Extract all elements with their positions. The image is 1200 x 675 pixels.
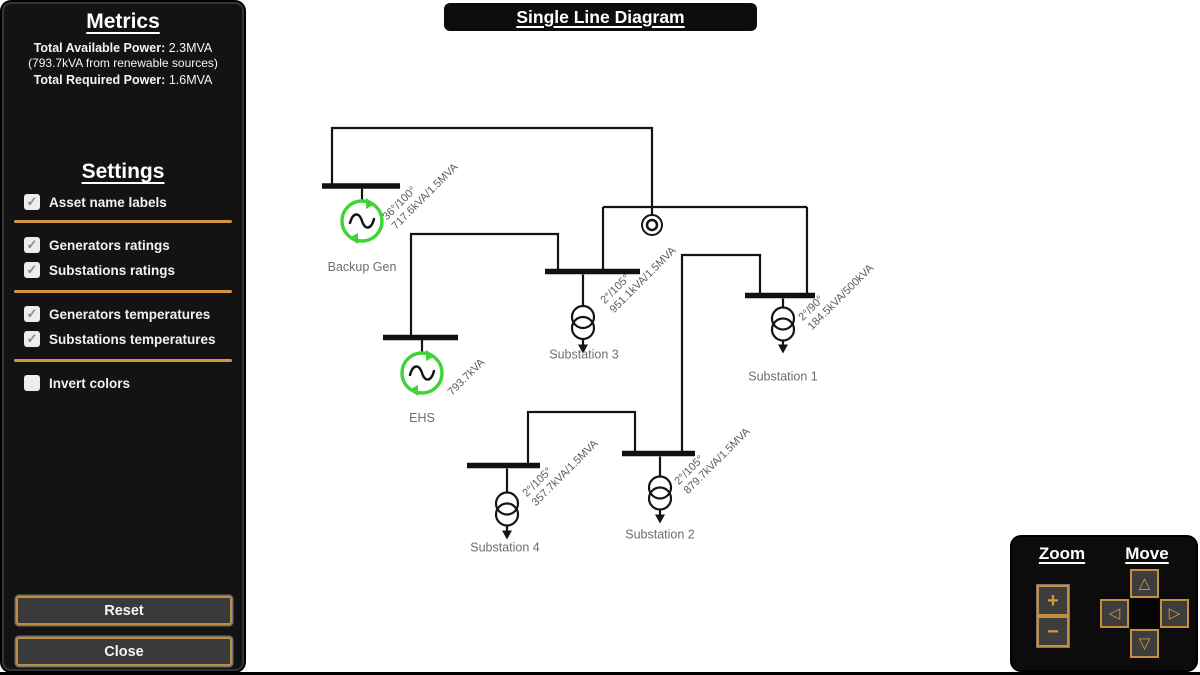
sine-wave-icon xyxy=(408,365,436,381)
generator-name-label: Backup Gen xyxy=(328,260,397,274)
total-available-power: Total Available Power: 2.3MVA xyxy=(4,41,242,55)
checkbox-row-invert-colors[interactable]: Invert colors xyxy=(24,373,130,393)
connector-lines xyxy=(330,126,809,465)
grid-connection-icon[interactable] xyxy=(641,214,663,236)
generator-rating-label: 793.7kVA xyxy=(446,356,488,398)
cycle-arrow-icon xyxy=(366,198,375,209)
load-arrow-icon xyxy=(655,514,665,524)
transformer-icon xyxy=(647,475,673,500)
checkbox-row-generators-ratings[interactable]: ✓ Generators ratings xyxy=(24,235,170,255)
substation-name-label: Substation 2 xyxy=(625,528,695,542)
move-down-button[interactable]: ▽ xyxy=(1130,629,1159,658)
divider xyxy=(14,359,232,362)
move-right-button[interactable]: ▷ xyxy=(1160,599,1189,628)
substations-ratings-checkbox[interactable]: ✓ xyxy=(24,262,40,278)
divider xyxy=(14,220,232,223)
zoom-title: Zoom xyxy=(1038,544,1086,563)
checkbox-row-substations-temperatures[interactable]: ✓ Substations temperatures xyxy=(24,329,216,349)
checkbox-row-asset-name-labels[interactable]: ✓ Asset name labels xyxy=(24,192,167,212)
zoom-in-button[interactable]: + xyxy=(1037,585,1069,616)
checkbox-label: Substations ratings xyxy=(49,262,176,278)
substation-2[interactable]: Substation 2 2°/105° 879.7kVA/1.5MVA xyxy=(625,416,753,541)
generators-temperatures-checkbox[interactable]: ✓ xyxy=(24,306,40,322)
renewable-note: (793.7kVA from renewable sources) xyxy=(28,56,218,70)
substation-3[interactable]: Substation 3 2°/105° 951.1kVA/1.5MVA xyxy=(549,235,679,361)
sine-wave-icon xyxy=(348,213,376,229)
substation-4[interactable]: Substation 4 2°/105° 357.7kVA/1.5MVA xyxy=(470,428,601,554)
checkmark-icon: ✓ xyxy=(26,331,38,346)
move-title: Move xyxy=(1125,544,1169,563)
checkbox-label: Generators temperatures xyxy=(49,306,211,322)
checkmark-icon: ✓ xyxy=(26,306,38,321)
cycle-arrow-icon xyxy=(409,385,418,396)
close-button[interactable]: Close xyxy=(16,637,232,666)
checkbox-row-substations-ratings[interactable]: ✓ Substations ratings xyxy=(24,260,175,280)
cycle-arrow-icon xyxy=(426,350,435,361)
checkbox-row-generators-temperatures[interactable]: ✓ Generators temperatures xyxy=(24,304,210,324)
load-arrow-icon xyxy=(578,344,588,354)
generator-ehs[interactable]: EHS 793.7kVA xyxy=(400,338,488,425)
transformer-icon xyxy=(770,306,796,331)
required-power-value: 1.6MVA xyxy=(168,73,213,87)
generator-backup-gen[interactable]: Backup Gen 36°/100° 717.6kVA/1.5MVA xyxy=(328,152,461,274)
available-power-value: 2.3MVA xyxy=(168,41,213,55)
reset-button[interactable]: Reset xyxy=(16,596,232,625)
checkbox-label: Invert colors xyxy=(49,375,131,391)
invert-colors-checkbox[interactable] xyxy=(24,375,40,391)
transformer-icon xyxy=(570,304,596,330)
substation-name-label: Substation 3 xyxy=(549,348,619,362)
checkmark-icon: ✓ xyxy=(26,237,38,252)
left-arrow-icon: ◁ xyxy=(1108,604,1121,622)
right-arrow-icon: ▷ xyxy=(1168,604,1181,622)
move-up-button[interactable]: △ xyxy=(1130,569,1159,598)
checkmark-icon: ✓ xyxy=(26,194,38,209)
asset-name-labels-checkbox[interactable]: ✓ xyxy=(24,194,40,210)
diagram-title-bar: Single Line Diagram xyxy=(444,3,757,31)
checkbox-label: Asset name labels xyxy=(49,194,167,210)
load-arrow-icon xyxy=(502,530,512,540)
total-required-power: Total Required Power: 1.6MVA xyxy=(4,73,242,87)
checkbox-label: Substations temperatures xyxy=(49,331,216,347)
divider xyxy=(14,290,232,293)
checkmark-icon: ✓ xyxy=(26,262,38,277)
settings-title: Settings xyxy=(81,160,165,183)
move-left-button[interactable]: ◁ xyxy=(1100,599,1129,628)
zoom-buttons: + − xyxy=(1036,584,1070,648)
required-power-label: Total Required Power: xyxy=(33,73,166,87)
substation-name-label: Substation 4 xyxy=(470,541,540,555)
load-arrow-icon xyxy=(778,344,788,354)
available-power-label: Total Available Power: xyxy=(33,41,166,55)
cycle-arrow-icon xyxy=(349,233,358,244)
down-arrow-icon: ▽ xyxy=(1138,634,1151,652)
zoom-out-button[interactable]: − xyxy=(1037,616,1069,647)
metrics-title: Metrics xyxy=(86,10,160,33)
substations-temperatures-checkbox[interactable]: ✓ xyxy=(24,331,40,347)
transformer-icon xyxy=(494,491,520,516)
up-arrow-icon: △ xyxy=(1138,574,1151,592)
checkbox-label: Generators ratings xyxy=(49,237,170,253)
page-title: Single Line Diagram xyxy=(516,6,685,27)
metrics-settings-sidebar: Metrics Total Available Power: 2.3MVA (7… xyxy=(2,2,244,671)
generators-ratings-checkbox[interactable]: ✓ xyxy=(24,237,40,253)
view-controls-panel: Zoom Move + − △ ◁ ▷ ▽ xyxy=(1012,537,1196,670)
window-bottom-edge xyxy=(0,672,1200,675)
generator-name-label: EHS xyxy=(409,411,435,425)
substation-1[interactable]: Substation 1 2°/90° 184.5kVA/500kVA xyxy=(748,252,876,384)
dpad-center xyxy=(1130,599,1159,628)
substation-name-label: Substation 1 xyxy=(748,370,818,384)
